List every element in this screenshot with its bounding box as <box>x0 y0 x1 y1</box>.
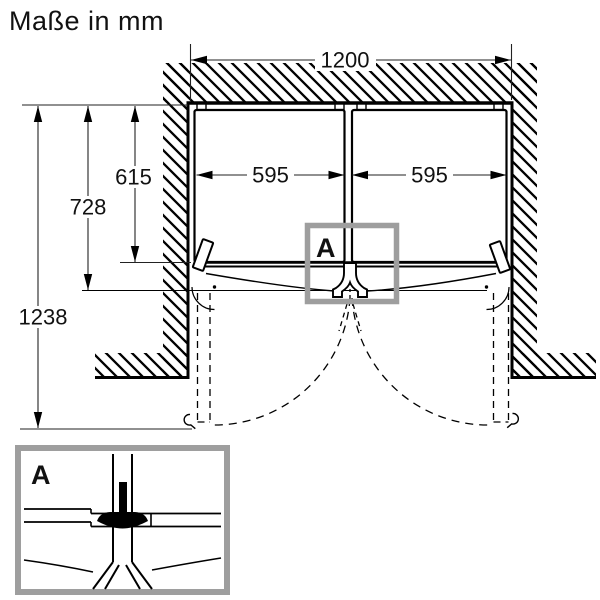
door-swing-right <box>351 293 520 429</box>
mount-tab-icon <box>356 103 367 111</box>
mount-tab-icon <box>493 103 504 111</box>
dimension-right-width: 595 <box>352 163 507 188</box>
dim-1238-label: 1238 <box>19 305 68 330</box>
swing-arc-left <box>211 297 351 426</box>
detail-marker-frame <box>304 222 400 305</box>
appliance-bodies <box>193 103 508 264</box>
joint-swing-dashes <box>338 303 362 332</box>
hinge-left <box>191 238 217 311</box>
dim-595-right-label: 595 <box>411 163 448 188</box>
reference-lines <box>20 44 513 430</box>
detail-gap-channel <box>112 454 133 562</box>
door-swing-left <box>183 293 351 430</box>
hinge-pivot-arc <box>486 286 510 311</box>
wall-left <box>163 63 188 378</box>
dimension-niche-width: 1200 <box>191 48 511 73</box>
dimension-depth-body: 615 <box>110 106 157 262</box>
detail-joint-foot <box>97 512 148 529</box>
detail-door-bottom-left <box>23 559 94 573</box>
detail-door-bottom-right <box>151 557 222 571</box>
wall-right-bottom <box>512 353 596 378</box>
arrowheads <box>196 170 345 180</box>
detail-marker-label: A <box>316 233 336 263</box>
detail-marker-box: A <box>304 222 400 305</box>
dimension-depth-with-door: 728 <box>64 106 112 290</box>
hinge-pivot-arc <box>191 286 215 311</box>
swing-arc-right <box>351 297 490 426</box>
dim-595-left-label: 595 <box>252 163 289 188</box>
hinge-bracket-icon <box>488 240 512 274</box>
dimension-depth-door-open: 1238 <box>15 106 72 428</box>
door-joint-connector <box>332 262 368 298</box>
wall-left-bottom <box>95 353 188 378</box>
arrowheads <box>352 170 507 180</box>
door-corner-hook-left <box>183 413 196 430</box>
detail-view: A <box>15 445 230 595</box>
detail-door-wedges <box>92 561 153 590</box>
arrowheads <box>130 106 140 262</box>
dim-615-label: 615 <box>115 165 152 190</box>
hinge-bracket-icon <box>191 238 215 272</box>
page-title: Maße in mm <box>9 6 165 36</box>
door-right-front-curve <box>366 272 497 292</box>
hinge-pivot-dot <box>212 285 217 289</box>
wall-right <box>512 63 537 378</box>
dim-728-label: 728 <box>70 195 107 220</box>
hinge-right <box>484 240 512 311</box>
hinge-pivot-dot <box>484 285 489 289</box>
niche-walls <box>95 63 596 379</box>
door-left-front-curve <box>205 272 335 292</box>
detail-joint-stem <box>119 482 127 516</box>
open-door-right-outline <box>492 293 510 423</box>
open-door-left-outline <box>196 293 211 423</box>
detail-view-label: A <box>31 460 51 490</box>
door-corner-hook-right <box>506 412 520 429</box>
mount-tab-icon <box>334 103 345 111</box>
dimension-left-width: 595 <box>196 163 345 188</box>
detail-band-left <box>24 508 91 523</box>
dim-1200-label: 1200 <box>321 48 370 73</box>
mount-tab-icon <box>196 103 207 111</box>
front-doors <box>82 261 507 332</box>
